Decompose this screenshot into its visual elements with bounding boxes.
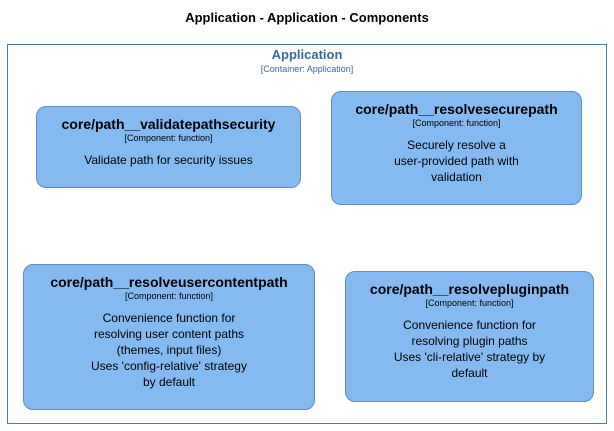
component-type: [Component: function] — [412, 118, 501, 128]
description-line: Validate path for security issues — [84, 153, 253, 167]
description-line: (themes, input files) — [116, 343, 222, 357]
component-type: [Component: function] — [425, 298, 514, 308]
description-line: by default — [142, 375, 196, 389]
component-description: Convenience function for resolving user … — [24, 310, 314, 390]
description-line: Uses 'config-relative' strategy — [91, 359, 247, 373]
diagram-title: Application - Application - Components — [185, 10, 429, 25]
component-description: Validate path for security issues — [37, 152, 300, 168]
description-line: resolving plugin paths — [411, 334, 528, 348]
description-line: Securely resolve a — [407, 138, 506, 152]
component-name: core/path__resolvesecurepath — [355, 101, 558, 117]
description-line: user-provided path with — [394, 154, 519, 168]
component-validatepathsecurity[interactable]: core/path__validatepathsecurity [Compone… — [36, 106, 301, 188]
description-line: Convenience function for — [403, 318, 536, 332]
component-name: core/path__resolveusercontentpath — [50, 274, 288, 290]
component-name: core/path__resolvepluginpath — [369, 281, 570, 297]
component-type: [Component: function] — [124, 291, 214, 301]
container-name: Application — [271, 47, 343, 62]
component-description: Securely resolve a user-provided path wi… — [332, 137, 581, 185]
component-type: [Component: function] — [124, 133, 213, 143]
container-boundary: Application [Container: Application] — [7, 44, 607, 424]
component-description: Convenience function for resolving plugi… — [346, 317, 593, 381]
container-type: [Container: Application] — [260, 64, 354, 74]
description-line: default — [451, 366, 488, 380]
description-line: resolving user content paths — [93, 327, 245, 341]
description-line: validation — [431, 170, 482, 184]
component-resolvepluginpath[interactable]: core/path__resolvepluginpath [Component:… — [345, 271, 594, 402]
component-resolvesecurepath[interactable]: core/path__resolvesecurepath [Component:… — [331, 91, 582, 205]
description-line: Uses 'cli-relative' strategy by — [393, 350, 546, 364]
component-name: core/path__validatepathsecurity — [61, 116, 276, 132]
description-line: Convenience function for — [102, 311, 236, 325]
component-resolveusercontentpath[interactable]: core/path__resolveusercontentpath [Compo… — [23, 264, 315, 410]
